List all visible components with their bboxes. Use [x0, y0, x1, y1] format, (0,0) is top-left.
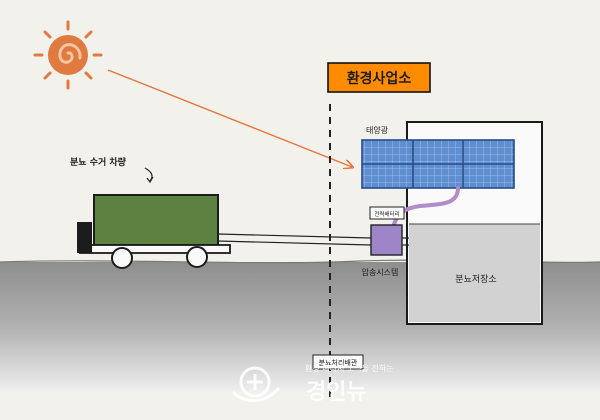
truck-label: 분뇨 수거 차량: [70, 156, 127, 168]
solar-panel: [361, 139, 515, 189]
watermark-tagline: 환경·에너지 소식을 전하는: [305, 363, 394, 373]
collection-truck: [77, 167, 231, 269]
battery-label-box: [369, 206, 405, 220]
storage-tank-fill: [409, 224, 540, 322]
pump-system-label: 압송시스템: [362, 267, 399, 277]
watermark-brand: 경인뉴: [306, 380, 367, 405]
battery-label: 전력배터리: [374, 210, 399, 218]
pipe-tag-box: [312, 354, 364, 370]
watermark: 환경·에너지 소식을 전하는 경인뉴: [231, 363, 394, 405]
watermark-logo-icon: [231, 366, 281, 402]
battery-box: [370, 224, 403, 256]
sun-ray-arrow: [107, 69, 352, 167]
facility-label-box: 환경사업소: [327, 62, 431, 93]
sun-icon: [33, 20, 103, 90]
facility-label: 환경사업소: [347, 70, 412, 87]
truck-wheel-front: [111, 247, 133, 269]
transfer-pipe: [217, 233, 409, 246]
truck-tank: [93, 194, 219, 246]
solar-panel-label: 태양광: [366, 125, 389, 135]
pipe-tag-label: 분뇨처리배관: [319, 358, 358, 367]
storage-label: 분뇨저장소: [455, 274, 496, 285]
truck-wheel-rear: [186, 246, 208, 268]
